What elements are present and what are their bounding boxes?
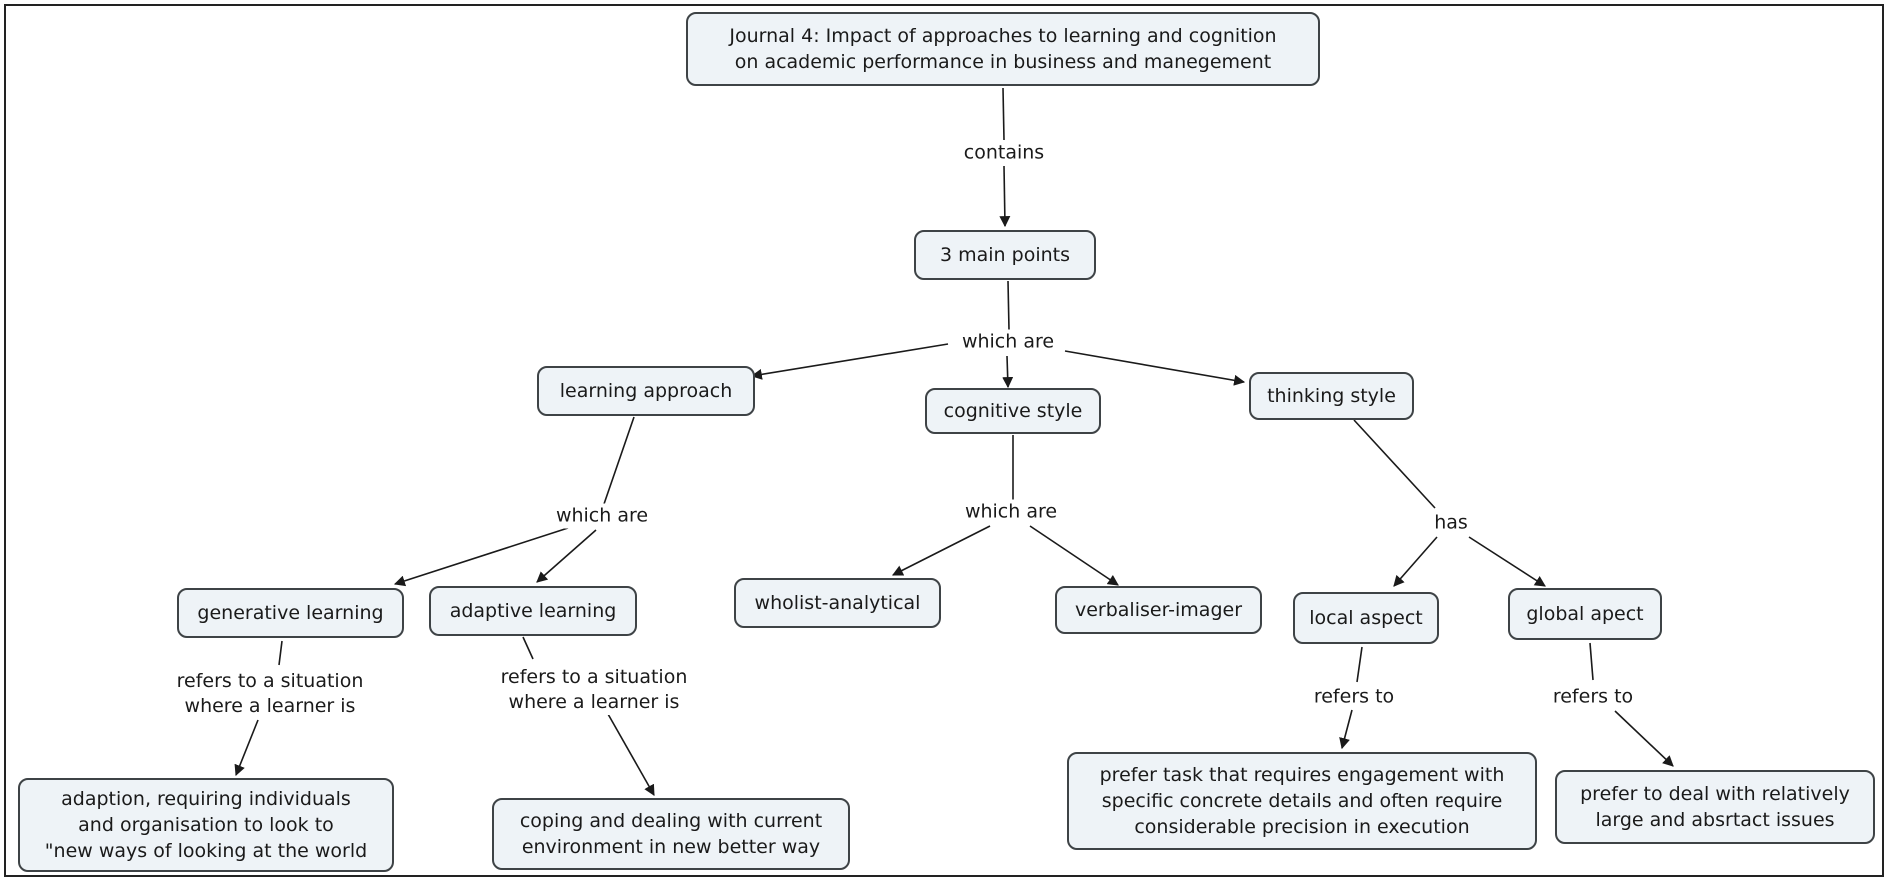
line-main-points-which-are	[1007, 280, 1010, 331]
line-global-apect-refers	[1589, 642, 1594, 681]
node-adaption: adaption, requiring individuals and orga…	[18, 778, 394, 872]
line-thinking-style-has	[1353, 419, 1436, 509]
node-local-aspect-text: local aspect	[1309, 607, 1423, 629]
arrow-refers-prefer-task	[1339, 709, 1353, 750]
node-prefer-deal: prefer to deal with relatively large and…	[1555, 770, 1875, 844]
arrow-which-are-learning-approach	[750, 343, 949, 380]
node-learning-approach-text: learning approach	[559, 380, 733, 402]
node-wholist-analytical-text: wholist-analytical	[754, 592, 921, 614]
arrow-which-are-cognitive-style	[1002, 355, 1014, 389]
node-coping-text: coping and dealing with current environm…	[519, 810, 823, 858]
node-learning-approach: learning approach	[537, 366, 755, 416]
node-adaptive-learning: adaptive learning	[429, 586, 637, 636]
arrow-which-are-adaptive-learning	[536, 529, 597, 583]
node-generative-learning: generative learning	[177, 588, 404, 638]
arrow-contains-main-points	[999, 165, 1011, 228]
node-generative-learning-text: generative learning	[197, 602, 384, 624]
link-label-contains: contains	[960, 140, 1048, 166]
node-verbaliser-imager-text: verbaliser-imager	[1074, 599, 1243, 621]
node-local-aspect: local aspect	[1293, 592, 1439, 644]
link-label-refers-to-a-situation: refers to a situation where a learner is	[173, 669, 367, 719]
line-generative-refers	[278, 640, 283, 666]
node-adaptive-learning-text: adaptive learning	[449, 600, 617, 622]
node-verbaliser-imager: verbaliser-imager	[1055, 586, 1262, 634]
node-coping: coping and dealing with current environm…	[492, 798, 850, 870]
line-learning-approach-which-are	[603, 416, 635, 505]
arrow-refers-coping	[607, 713, 655, 796]
node-cognitive-style: cognitive style	[925, 388, 1101, 434]
link-label-which-are: which are	[958, 329, 1058, 355]
node-prefer-task: prefer task that requires engagement wit…	[1067, 752, 1537, 850]
arrow-which-are-thinking-style	[1064, 350, 1246, 386]
diagram-frame	[4, 4, 1884, 877]
arrow-which-are-verbaliser-imager	[1029, 525, 1119, 586]
node-3-main-points-text: 3 main points	[940, 244, 1070, 266]
line-journal-contains	[1002, 87, 1005, 141]
node-cognitive-style-text: cognitive style	[943, 400, 1083, 422]
link-label-refers-to: refers to	[1310, 684, 1398, 710]
arrow-which-are-wholist-analytical	[892, 525, 991, 576]
arrow-which-are-generative-learning	[393, 527, 569, 587]
node-global-apect-text: global apect	[1526, 603, 1644, 625]
link-label-which-are: which are	[552, 503, 652, 529]
link-label-refers-to-a-situation: refers to a situation where a learner is	[497, 665, 691, 715]
link-label-refers-to: refers to	[1549, 684, 1637, 710]
node-global-apect: global apect	[1508, 588, 1662, 640]
arrow-has-local-aspect	[1393, 536, 1438, 587]
node-prefer-task-text: prefer task that requires engagement wit…	[1099, 764, 1505, 838]
node-wholist-analytical: wholist-analytical	[734, 578, 941, 628]
node-3-main-points: 3 main points	[914, 230, 1096, 280]
link-label-has: has	[1431, 510, 1471, 536]
link-label-which-are: which are	[961, 499, 1061, 525]
node-thinking-style: thinking style	[1249, 372, 1414, 420]
line-adaptive-refers	[522, 636, 534, 660]
arrow-refers-adaption	[234, 719, 259, 777]
line-local-aspect-refers	[1356, 646, 1363, 683]
node-journal-title: Journal 4: Impact of approaches to learn…	[686, 12, 1320, 86]
node-prefer-deal-text: prefer to deal with relatively large and…	[1580, 783, 1850, 831]
arrow-refers-prefer-deal	[1614, 710, 1674, 767]
node-adaption-text: adaption, requiring individuals and orga…	[44, 788, 368, 862]
arrow-has-global-apect	[1468, 536, 1546, 587]
node-thinking-style-text: thinking style	[1267, 385, 1396, 407]
node-journal-title-text: Journal 4: Impact of approaches to learn…	[729, 25, 1277, 73]
